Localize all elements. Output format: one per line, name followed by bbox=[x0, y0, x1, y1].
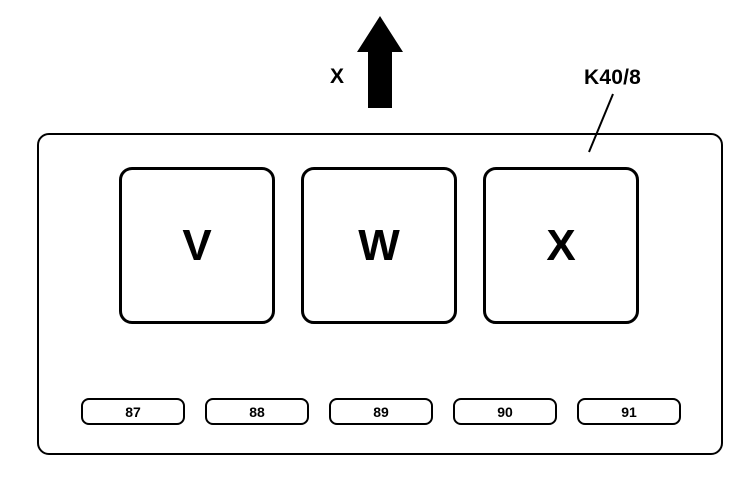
component-label: K40/8 bbox=[584, 66, 642, 89]
relay-v: V bbox=[119, 167, 275, 324]
direction-label: X bbox=[330, 65, 345, 88]
arrow-up-icon bbox=[357, 16, 403, 108]
relay-housing bbox=[37, 133, 723, 455]
relay-x: X bbox=[483, 167, 639, 324]
fuse-91: 91 bbox=[577, 398, 681, 425]
fuse-89: 89 bbox=[329, 398, 433, 425]
relay-w: W bbox=[301, 167, 457, 324]
fuse-90: 90 bbox=[453, 398, 557, 425]
fuse-88: 88 bbox=[205, 398, 309, 425]
fuse-87: 87 bbox=[81, 398, 185, 425]
